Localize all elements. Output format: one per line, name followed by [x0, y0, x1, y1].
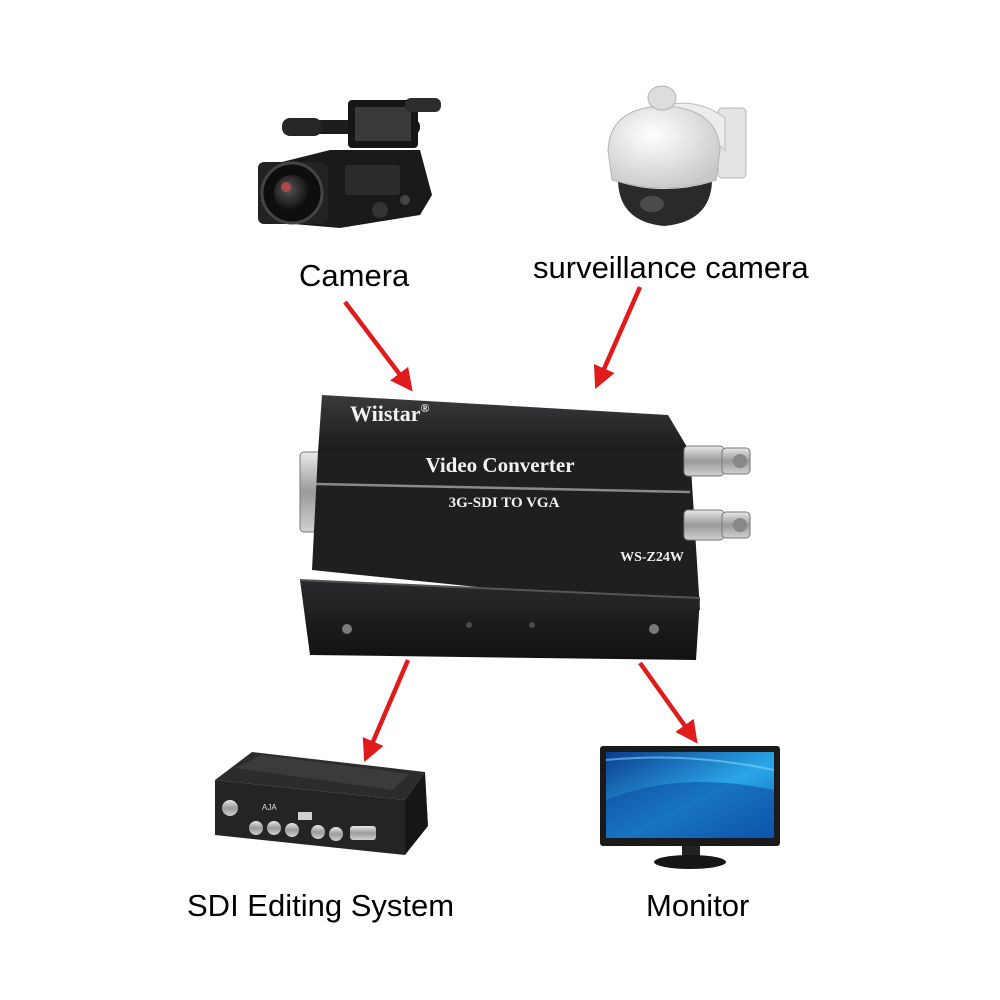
- monitor-label: Monitor: [646, 888, 750, 923]
- converter-title: Video Converter: [425, 453, 574, 477]
- monitor-icon: [600, 746, 780, 869]
- sdi-editing-system-label: SDI Editing System: [187, 888, 455, 923]
- converter-model: WS-Z24W: [620, 550, 684, 565]
- arrow-surveillance-to-converter: [593, 286, 643, 390]
- converter-brand: Wiistar®: [350, 401, 429, 426]
- arrow-converter-to-monitor: [638, 661, 698, 744]
- converter-subtitle: 3G-SDI TO VGA: [449, 495, 560, 511]
- video-camera-icon: [258, 98, 441, 228]
- sdi-editing-box-icon: AJA: [215, 752, 428, 855]
- surveillance-camera-label: surveillance camera: [533, 250, 809, 285]
- svg-text:AJA: AJA: [262, 803, 277, 812]
- arrow-converter-to-sdi: [362, 659, 411, 763]
- converter-box-icon: [299, 395, 751, 660]
- dome-camera-icon: [607, 85, 747, 226]
- camera-label: Camera: [299, 258, 410, 293]
- arrow-camera-to-converter: [343, 300, 413, 392]
